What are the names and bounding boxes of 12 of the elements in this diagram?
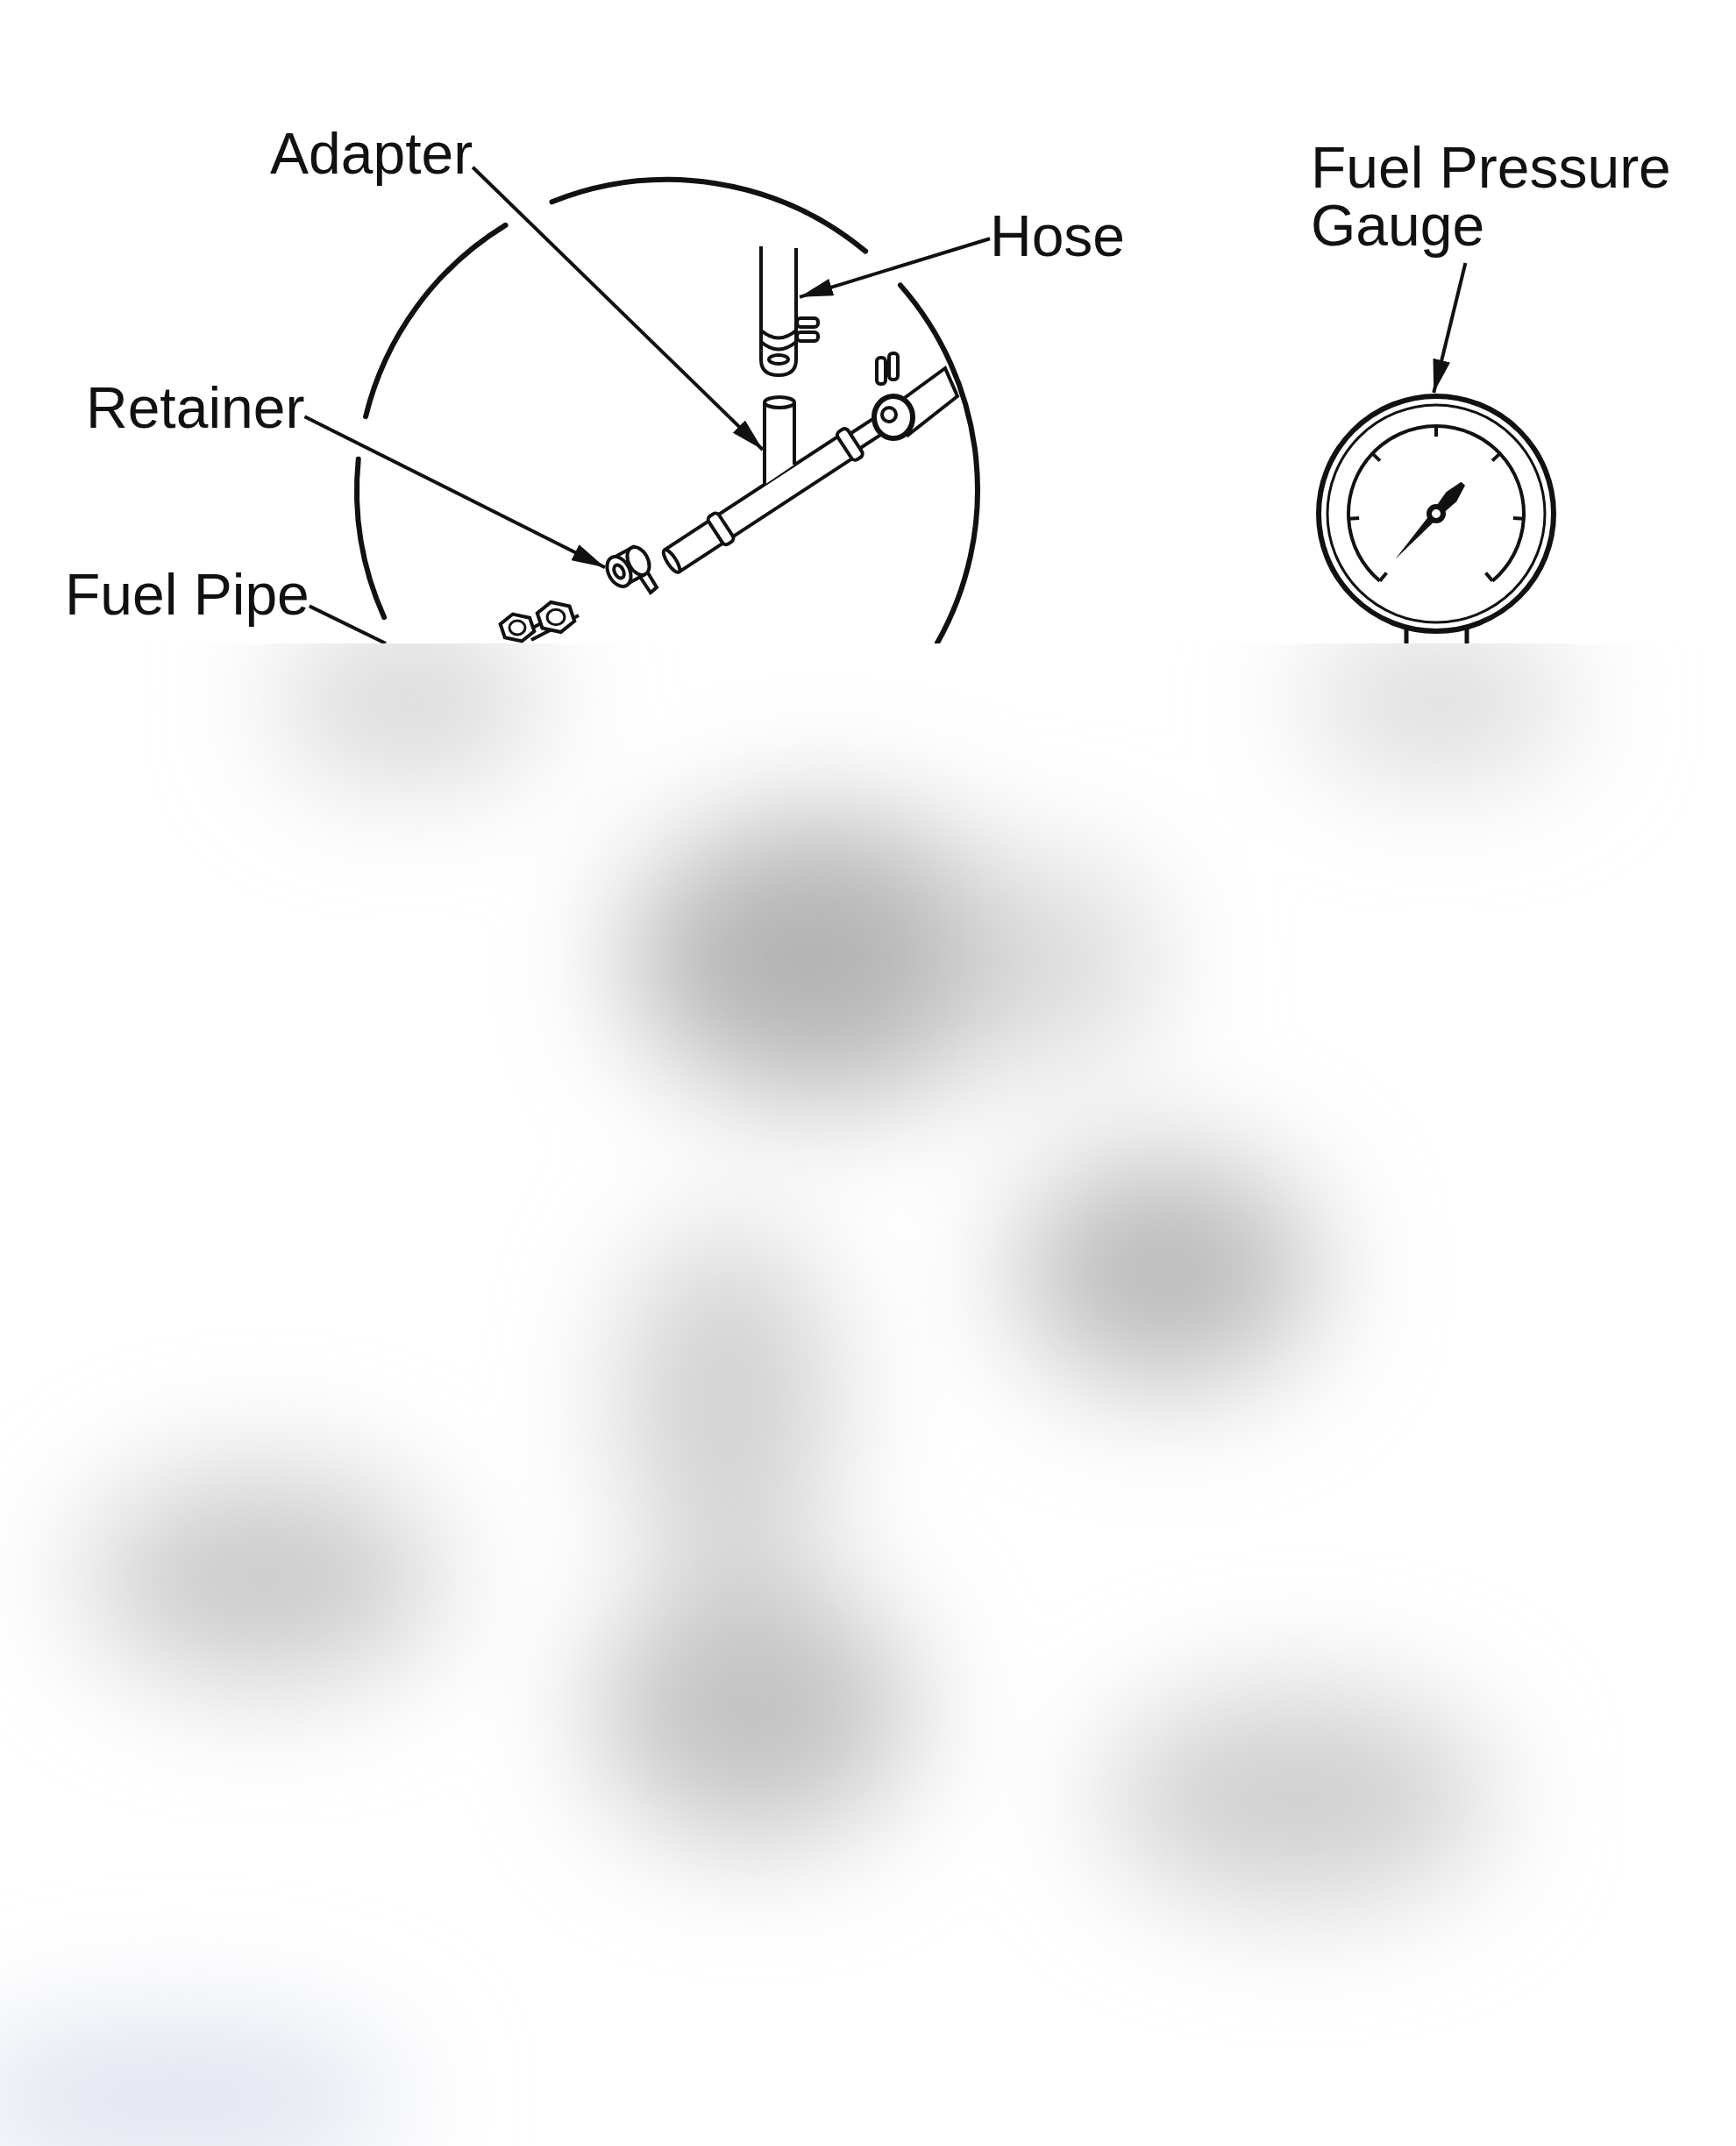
callout-label: Retainer: [86, 377, 305, 445]
hose-drawing: [758, 244, 800, 377]
leader-line: [303, 415, 606, 569]
callout-label: Fuel Pipe: [65, 564, 309, 632]
pressure-gauge-drawing: [1315, 393, 1557, 643]
callout-label: Hose: [990, 205, 1126, 274]
callout-label: Fuel Pressure Gauge: [1311, 137, 1679, 263]
leader-line: [799, 237, 991, 299]
callout-label: Adapter: [270, 123, 473, 191]
leader-line: [1432, 262, 1468, 394]
leader-line: [471, 166, 765, 451]
leader-line: [308, 604, 387, 643]
